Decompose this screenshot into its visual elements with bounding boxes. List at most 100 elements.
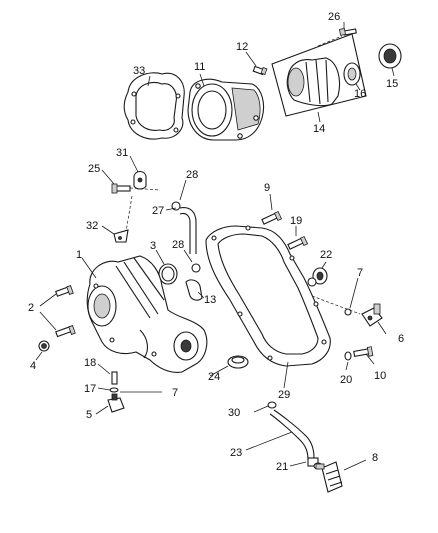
callout-1: 1 xyxy=(76,249,82,261)
callout-30: 30 xyxy=(228,407,240,419)
leader-17 xyxy=(97,387,111,391)
part-sensor-6 xyxy=(361,303,383,327)
leader-27 xyxy=(165,207,177,211)
part-tube-23 xyxy=(269,409,315,461)
leader-3 xyxy=(155,249,165,265)
callout-12: 12 xyxy=(236,41,248,53)
leader-12 xyxy=(245,51,257,67)
leader-24 xyxy=(209,365,229,377)
part-oring-30 xyxy=(267,401,277,409)
part-stud-2b xyxy=(55,325,76,338)
dash-31 xyxy=(125,195,133,233)
leader-7b xyxy=(349,277,359,309)
callout-21: 21 xyxy=(276,461,288,473)
part-filter-8 xyxy=(315,461,343,493)
part-stud-19 xyxy=(287,235,309,250)
leader-14 xyxy=(317,111,321,123)
leader-22 xyxy=(321,261,327,269)
callout-9: 9 xyxy=(264,182,270,194)
callout-7a: 7 xyxy=(172,387,178,399)
part-stud-9 xyxy=(261,210,283,225)
leader-20 xyxy=(345,361,349,371)
part-seal-15 xyxy=(378,43,402,69)
callout-2: 2 xyxy=(28,302,34,314)
leader-25 xyxy=(101,169,115,185)
part-plug-22 xyxy=(307,267,328,287)
leader-30 xyxy=(253,405,269,413)
callout-23: 23 xyxy=(230,447,242,459)
part-bushing-16 xyxy=(343,62,361,86)
leader-2a xyxy=(39,293,57,307)
callout-31: 31 xyxy=(116,147,128,159)
part-bolt-25 xyxy=(111,183,131,194)
callout-26: 26 xyxy=(328,11,340,23)
callout-6: 6 xyxy=(398,333,404,345)
callout-11: 11 xyxy=(194,61,205,73)
part-seal-24 xyxy=(227,355,249,369)
callout-19: 19 xyxy=(290,215,302,227)
part-plug-4 xyxy=(38,340,50,352)
callout-33: 33 xyxy=(133,65,145,77)
dash-25 xyxy=(129,187,161,191)
callout-7b: 7 xyxy=(357,267,363,279)
part-rear-housing-box xyxy=(271,33,367,117)
leader-5 xyxy=(95,405,109,415)
leader-11 xyxy=(199,73,205,87)
dash-6 xyxy=(311,295,361,315)
callout-16: 16 xyxy=(354,88,366,100)
part-washer-20 xyxy=(344,351,352,361)
callout-3: 3 xyxy=(150,240,156,252)
leader-18 xyxy=(97,363,111,375)
callout-28b: 28 xyxy=(172,239,184,251)
callout-29: 29 xyxy=(278,389,290,401)
leader-2b xyxy=(39,311,57,331)
leader-4 xyxy=(35,351,43,361)
part-switch-5 xyxy=(107,393,125,413)
callout-10: 10 xyxy=(374,370,386,382)
part-tube-27 xyxy=(171,201,197,254)
callout-32: 32 xyxy=(86,220,98,232)
leader-16 xyxy=(355,83,361,91)
part-clip-32 xyxy=(113,229,129,243)
leader-31 xyxy=(129,155,139,173)
callout-14: 14 xyxy=(313,123,325,135)
leader-15 xyxy=(391,67,395,77)
leader-9 xyxy=(269,193,273,211)
callout-18: 18 xyxy=(84,357,96,369)
leader-1 xyxy=(81,257,97,279)
leader-10 xyxy=(365,353,375,365)
callout-25: 25 xyxy=(88,163,100,175)
part-oring-28 xyxy=(191,263,201,273)
callout-8: 8 xyxy=(372,452,378,464)
callout-24: 24 xyxy=(208,371,220,383)
callout-4: 4 xyxy=(30,360,36,372)
part-bolt-12 xyxy=(252,65,268,76)
leader-13 xyxy=(197,291,205,299)
part-oring-7 xyxy=(344,308,352,316)
part-rear-case xyxy=(205,225,331,367)
leader-21 xyxy=(289,461,307,467)
leader-6 xyxy=(377,321,387,335)
part-washer-17 xyxy=(109,387,119,393)
callout-20: 20 xyxy=(340,374,352,386)
callout-13: 13 xyxy=(204,294,216,306)
part-gasket xyxy=(123,72,185,140)
leader-32 xyxy=(101,225,115,235)
leader-8 xyxy=(343,459,367,471)
part-front-case xyxy=(86,255,208,373)
leader-23 xyxy=(245,431,293,451)
part-stud-2a xyxy=(55,285,74,297)
part-fitting-13 xyxy=(185,279,203,301)
part-pin-18 xyxy=(111,371,118,385)
part-snap-ring-3 xyxy=(158,263,178,285)
callout-28a: 28 xyxy=(186,169,198,181)
leader-33 xyxy=(147,75,151,87)
leader-28b xyxy=(183,249,193,263)
leader-29 xyxy=(283,361,289,389)
part-vent-26 xyxy=(339,28,357,36)
dash-26 xyxy=(317,35,343,47)
leader-28a xyxy=(179,179,187,201)
part-bolt-10 xyxy=(353,346,374,357)
part-bracket-31 xyxy=(133,170,147,190)
